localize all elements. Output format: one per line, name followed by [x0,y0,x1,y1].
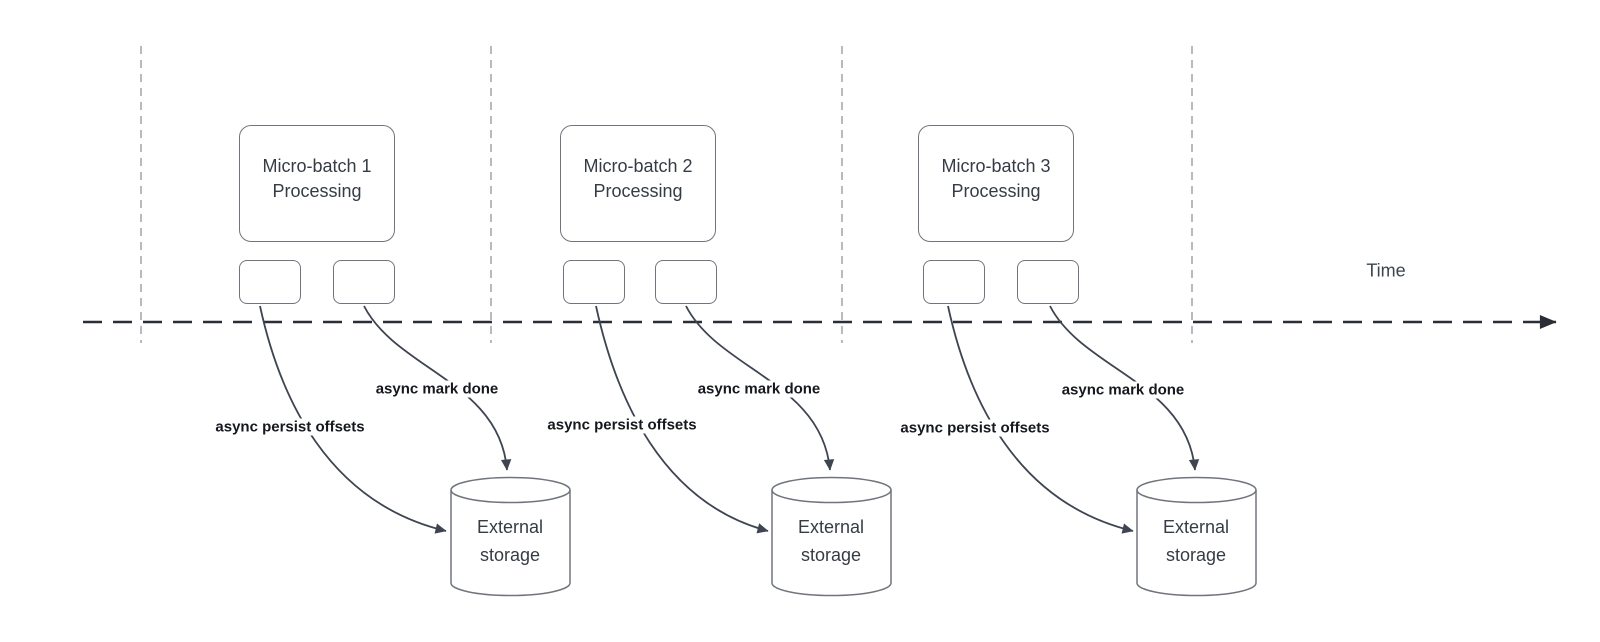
storage-label-line2: storage [479,545,541,565]
mark-done-arrow-3 [1049,305,1200,471]
persist-offsets-task-box-1 [239,260,301,304]
persist-offsets-arrow-3 [947,305,1134,534]
processing-box-title-line1: Micro-batch 3 [941,155,1051,176]
persist-offsets-arrow-1 [259,305,447,534]
mark-done-task-box-3 [1017,260,1079,304]
mark-done-label-1: async mark done [372,380,502,398]
processing-box-micro-batch-3: Micro-batch 3 Processing [918,125,1074,242]
persist-offsets-label-1: async persist offsets [212,418,368,436]
processing-box-title-line2: Processing [951,180,1041,201]
storage-label-line1: External [476,517,544,537]
persist-offsets-task-box-2 [563,260,625,304]
storage-cylinder-2 [771,476,892,597]
processing-box-title-line1: Micro-batch 2 [583,155,693,176]
external-storage-label-2: External storage [771,513,891,569]
persist-offsets-label-2: async persist offsets [544,416,700,434]
storage-label-line2: storage [1165,545,1227,565]
mark-done-task-box-2 [655,260,717,304]
time-axis-label: Time [1366,260,1406,281]
processing-box-micro-batch-1: Micro-batch 1 Processing [239,125,395,242]
processing-box-title-line2: Processing [272,180,362,201]
processing-box-micro-batch-2: Micro-batch 2 Processing [560,125,716,242]
processing-box-title-line1: Micro-batch 1 [262,155,372,176]
mark-done-task-box-1 [333,260,395,304]
persist-offsets-task-box-3 [923,260,985,304]
mark-done-arrow-2 [685,305,835,471]
storage-label-line1: External [1162,517,1230,537]
mark-done-arrow-1 [363,305,512,471]
storage-cylinder-3 [1136,476,1257,597]
persist-offsets-label-3: async persist offsets [897,419,1053,437]
storage-cylinder-1 [450,476,571,597]
external-storage-label-1: External storage [450,513,570,569]
mark-done-label-2: async mark done [694,380,824,398]
storage-label-line1: External [797,517,865,537]
mark-done-label-3: async mark done [1058,381,1188,399]
external-storage-label-3: External storage [1136,513,1256,569]
persist-offsets-arrow-2 [595,305,769,534]
processing-box-title-line2: Processing [593,180,683,201]
storage-label-line2: storage [800,545,862,565]
